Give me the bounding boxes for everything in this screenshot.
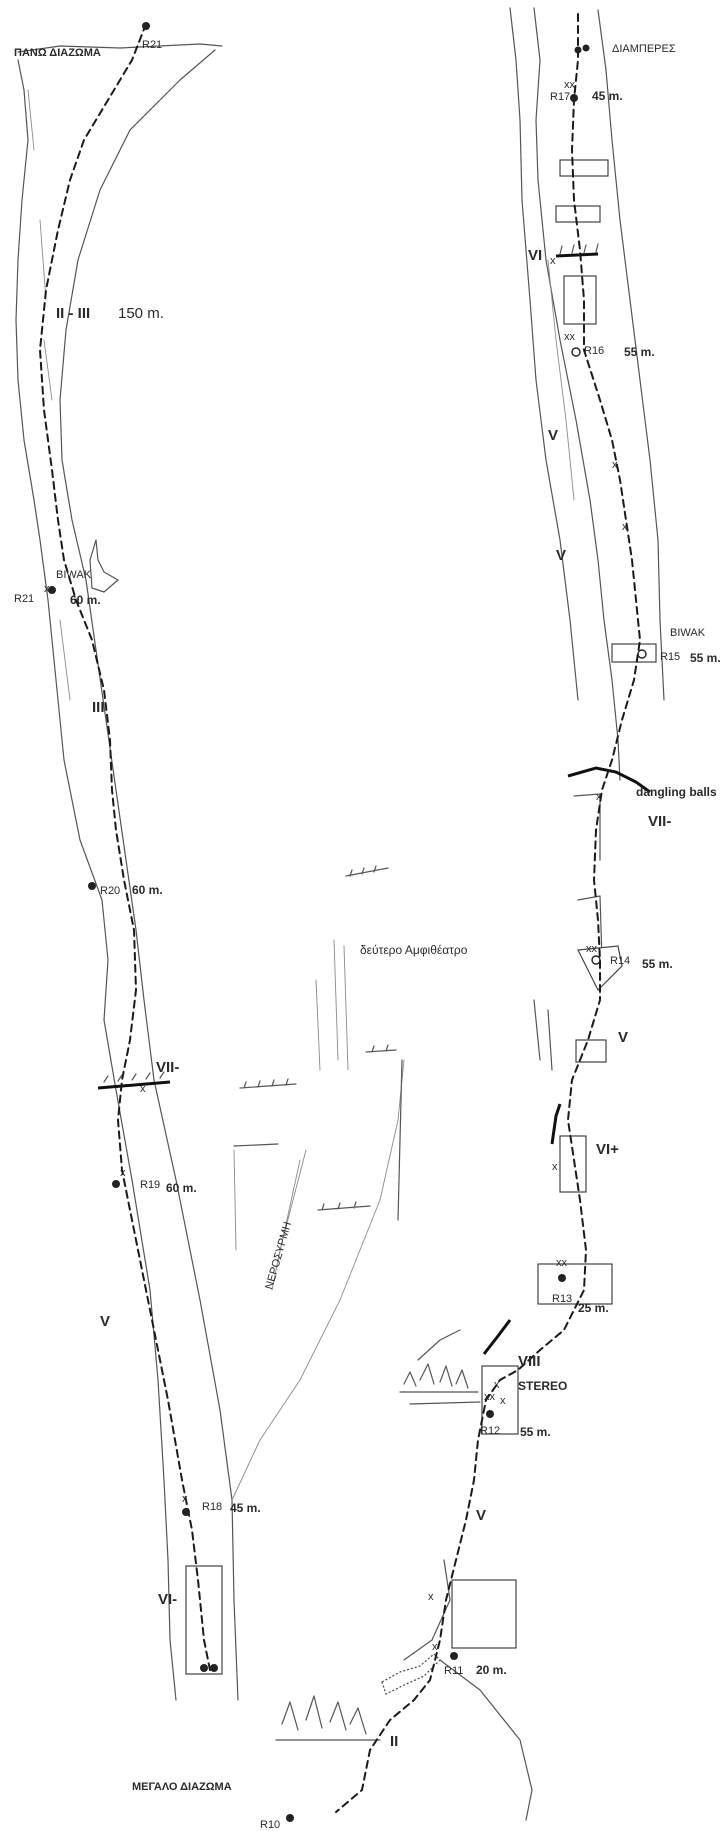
left-roof — [97, 1080, 171, 1090]
grade-right-vi-plus: VI+ — [596, 1141, 619, 1158]
belay-r12: R12 — [480, 1425, 500, 1437]
grade-left-wall: V — [100, 1313, 110, 1330]
place-top-ledge: ΠΑΝΩ ΔΙΑΖΩΜΑ — [14, 47, 101, 59]
upper-roof — [555, 252, 599, 258]
length-r15: 55 m. — [690, 651, 721, 665]
mark-x-6: x — [612, 459, 618, 471]
mark-x-10: x — [494, 1379, 500, 1391]
upper-roof-teeth — [559, 243, 599, 255]
mark-xx-2: xx — [564, 331, 576, 343]
mark-x-4: x — [182, 1493, 188, 1505]
left-roof-teeth — [103, 1071, 165, 1083]
belay-r13: R13 — [552, 1293, 572, 1305]
dangling-roof — [567, 766, 651, 794]
mark-x-3: x — [120, 1167, 126, 1179]
belay-r18: R18 — [202, 1501, 222, 1513]
upper-block-2 — [555, 205, 601, 223]
length-r16: 55 m. — [624, 345, 655, 359]
mark-xx-3: xx — [586, 943, 598, 955]
biwak-left-label: BIWAK — [56, 569, 92, 581]
amphitheatre-sketch — [233, 865, 403, 1291]
mark-xx-1: xx — [564, 79, 576, 91]
belay-r15: R15 — [660, 651, 680, 663]
length-r20: 60 m. — [132, 883, 163, 897]
left-rock-outline — [15, 43, 405, 1701]
grade-upper: II - III — [56, 305, 90, 322]
stereo-label: STEREO — [518, 1379, 567, 1393]
grade-right-v3: V — [618, 1029, 628, 1046]
belay-r14: R14 — [610, 955, 630, 967]
belay-r17: R17 — [550, 91, 570, 103]
grade-right-v2: V — [556, 547, 566, 564]
left-base-pillar — [185, 1565, 223, 1675]
place-second-amphitheatre: δεύτερο Αμφιθέατρο — [360, 943, 468, 957]
belay-markers — [48, 22, 647, 1822]
mark-x-7: x — [622, 521, 628, 533]
grade-right-v1: V — [548, 427, 558, 444]
upper-block-1 — [559, 159, 609, 177]
length-r13: 25 m. — [578, 1301, 609, 1315]
mark-x-13: x — [432, 1641, 438, 1653]
route-left — [38, 23, 211, 1671]
grade-right-viii: VIII — [518, 1353, 541, 1370]
grade-dangling: VII- — [648, 813, 671, 830]
mark-x-11: x — [500, 1395, 506, 1407]
length-r17: 45 m. — [592, 89, 623, 103]
mark-x-1: x — [44, 583, 50, 595]
grade-upper-length: 150 m. — [118, 305, 164, 322]
mark-x-8: x — [596, 791, 602, 803]
belay-r21-top: R21 — [142, 39, 162, 51]
grade-right-v4: V — [476, 1507, 486, 1524]
biwak-ledge — [611, 643, 657, 663]
length-r19: 60 m. — [166, 1181, 197, 1195]
grade-left-base: VI- — [158, 1591, 177, 1608]
belay-r21-biwak: R21 — [14, 593, 34, 605]
place-water-groove: ΝΕΡΟΣΥΡΜΗ — [263, 1220, 294, 1290]
place-traverse: ΔΙΑΜΠΕΡΕΣ — [612, 43, 676, 55]
mark-xx-5: xx — [484, 1391, 496, 1403]
length-r12: 55 m. — [520, 1425, 551, 1439]
belay-r11: R11 — [444, 1665, 463, 1677]
belay-r10: R10 — [260, 1819, 280, 1831]
trees-stereo — [399, 1363, 481, 1405]
trees-base — [275, 1659, 533, 1821]
grade-biwak-pitch: III — [92, 699, 105, 716]
belay-r20: R20 — [100, 885, 120, 897]
biwak-boulder — [89, 539, 119, 593]
grade-right-ii: II — [390, 1733, 398, 1750]
mark-xx-4: xx — [556, 1257, 568, 1269]
right-rock-outline — [509, 7, 665, 781]
grade-left-roof: VII- — [156, 1059, 179, 1076]
dangling-balls-label: dangling balls — [636, 785, 717, 799]
length-r14: 55 m. — [642, 957, 673, 971]
belay-r16: R16 — [584, 345, 604, 357]
biwak-right-label: BIWAK — [670, 627, 706, 639]
length-r18: 45 m. — [230, 1501, 261, 1515]
right-middle-structures — [381, 793, 623, 1695]
place-big-ledge: ΜΕΓΑΛΟ ΔΙΑΖΩΜΑ — [132, 1781, 232, 1793]
grade-right-top-roof: VI — [528, 247, 542, 264]
length-r21: 60 m. — [70, 593, 101, 607]
mark-x-12: x — [428, 1591, 434, 1603]
mark-x-2: x — [140, 1083, 146, 1095]
length-r11: 20 m. — [476, 1663, 507, 1677]
belay-r19: R19 — [140, 1179, 160, 1191]
mark-x-9: x — [552, 1161, 558, 1173]
route-right — [335, 13, 642, 1813]
mark-x-5: x — [550, 255, 556, 267]
upper-block-3 — [563, 275, 597, 325]
